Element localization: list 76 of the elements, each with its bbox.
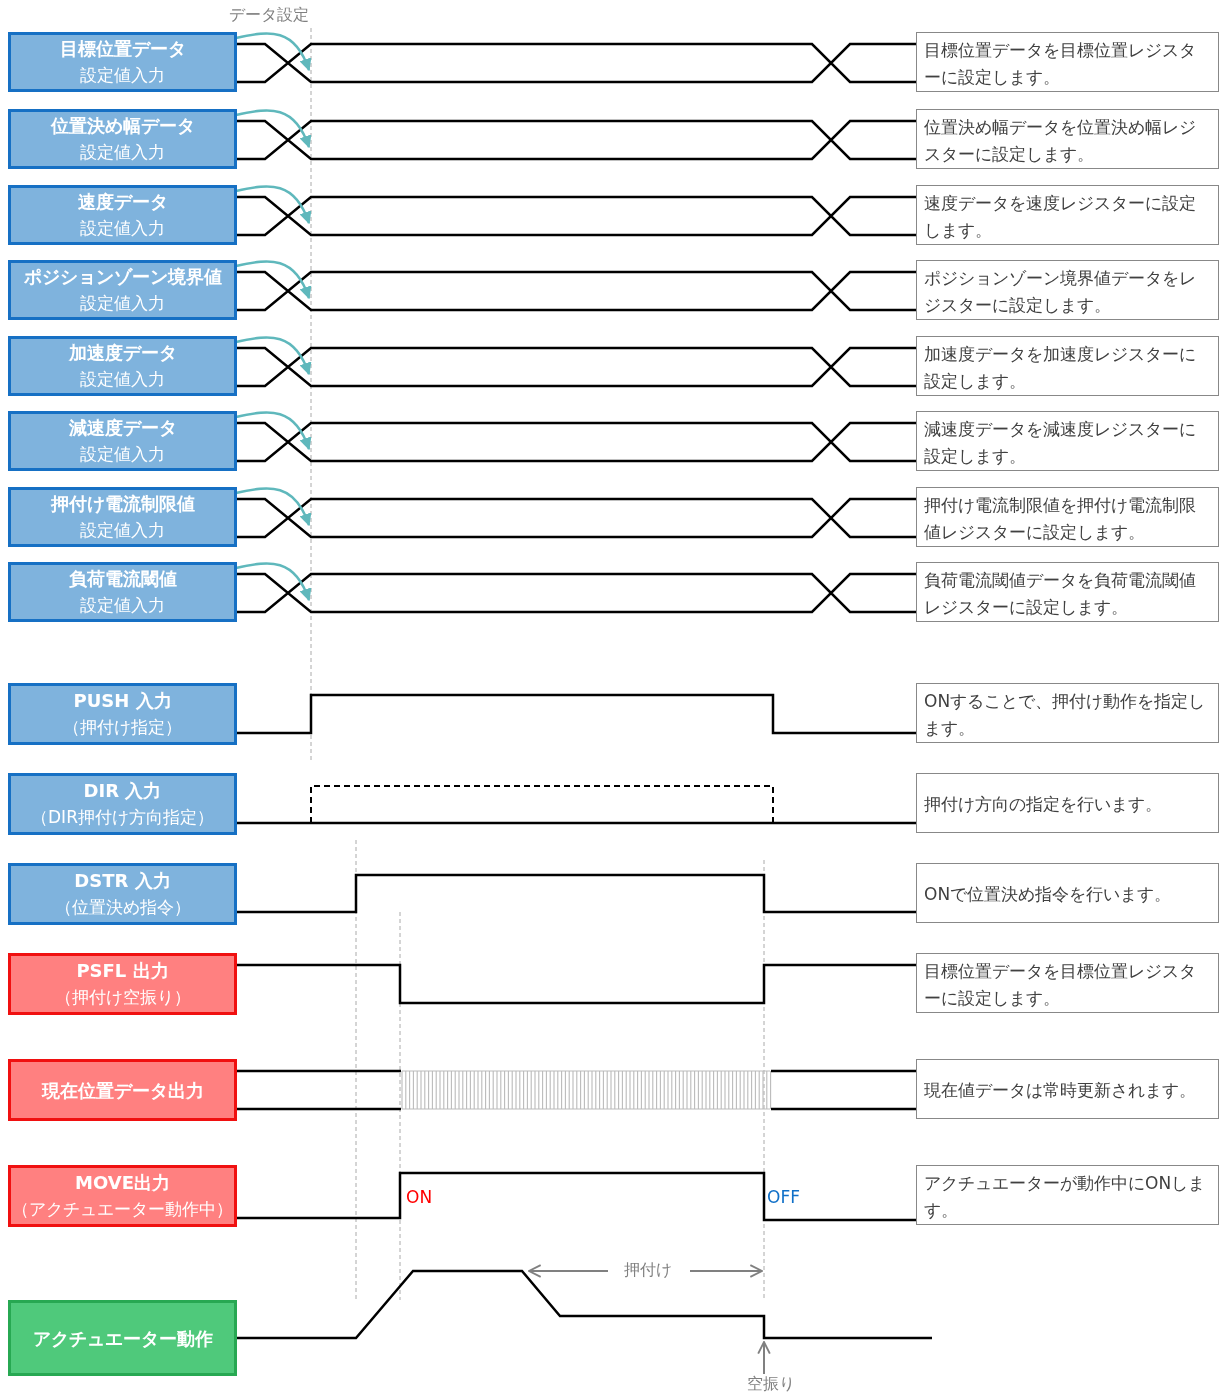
label-text: データ設定 [229,5,309,26]
signal-box [8,185,237,245]
description-box: ONすることで、押付け動作を指定します。 [916,683,1219,743]
description-box: 押付け方向の指定を行います。 [916,773,1219,833]
signal-name: DIR 入力 [83,779,162,803]
dimension-label: 押付け [624,1260,672,1281]
curved-arrow [235,562,311,602]
leader-line [757,1341,771,1375]
state-label: ON [406,1187,433,1207]
description-box: アクチュエーターが動作中にONします。 [916,1165,1219,1225]
signal-waveform [236,821,916,825]
signal-name: MOVE出力 [75,1171,170,1195]
curved-arrow [235,185,311,225]
signal-box [8,1059,237,1121]
description-box: 減速度データを減速度レジスターに設定します。 [916,411,1219,471]
signal-waveform [236,873,916,914]
signal-note: （アクチュエーター動作中） [12,1198,233,1221]
signal-box [8,411,237,471]
signal-note: 設定値入力 [80,64,165,87]
signal-note: 設定値入力 [80,443,165,466]
signal-name: アクチュエーター動作 [32,1326,213,1351]
curved-arrow [235,109,311,149]
signal-name: 現在位置データ出力 [41,1078,204,1103]
signal-box [8,863,237,925]
signal-note: （押付け空振り） [54,986,191,1009]
signal-name: DSTR 入力 [74,869,171,893]
signal-name: 速度データ [77,190,168,214]
description-box: 押付け電流制限値を押付け電流制限値レジスターに設定します。 [916,487,1219,547]
signal-box [8,1165,237,1227]
curved-arrow [235,487,311,527]
signal-box [8,1300,237,1376]
description-box: 負荷電流閾値データを負荷電流閾値レジスターに設定します。 [916,562,1219,622]
signal-box [8,683,237,745]
label-text: 空振り [747,1374,795,1393]
description-box: ポジションゾーン境界値データをレジスターに設定します。 [916,260,1219,320]
signal-name: PUSH 入力 [73,689,172,713]
signal-box [8,487,237,547]
signal-note: （押付け指定） [63,716,182,739]
description-box: 速度データを速度レジスターに設定します。 [916,185,1219,245]
signal-box [8,953,237,1015]
signal-box [8,109,237,169]
state-label: OFF [767,1187,800,1207]
description-box: 目標位置データを目標位置レジスターに設定します。 [916,953,1219,1013]
description-box: 位置決め幅データを位置決め幅レジスターに設定します。 [916,109,1219,169]
signal-box [8,32,237,92]
signal-note: （位置決め指令） [54,896,191,919]
signal-name: 負荷電流閾値 [68,567,177,591]
signal-name: 加速度データ [68,341,177,365]
signal-waveform [236,693,916,735]
curved-arrow [235,336,311,376]
signal-waveform [236,963,916,1005]
signal-box [8,773,237,835]
curved-arrow [235,260,311,300]
signal-note: 設定値入力 [80,368,165,391]
signal-note: 設定値入力 [80,594,165,617]
signal-name: 押付け電流制限値 [50,492,195,516]
signal-note: 設定値入力 [80,292,165,315]
description-box: 目標位置データを目標位置レジスターに設定します。 [916,32,1219,92]
signal-box [8,336,237,396]
signal-box [8,562,237,622]
signal-box [8,260,237,320]
description-box: 加速度データを加速度レジスターに設定します。 [916,336,1219,396]
curved-arrow [235,411,311,451]
signal-note: 設定値入力 [80,217,165,240]
signal-name: 減速度データ [68,416,177,440]
signal-name: PSFL 出力 [76,959,169,983]
signal-name: ポジションゾーン境界値 [23,265,222,289]
description-box: 現在値データは常時更新されます。 [916,1059,1219,1119]
signal-note: 設定値入力 [80,519,165,542]
signal-waveform [236,1171,916,1222]
description-box: ONで位置決め指令を行います。 [916,863,1219,923]
signal-note: （DIR押付け方向指定） [31,806,214,829]
curved-arrow [235,32,311,72]
signal-name: 目標位置データ [59,37,186,61]
signal-name: 位置決め幅データ [50,114,195,138]
signal-note: 設定値入力 [80,141,165,164]
